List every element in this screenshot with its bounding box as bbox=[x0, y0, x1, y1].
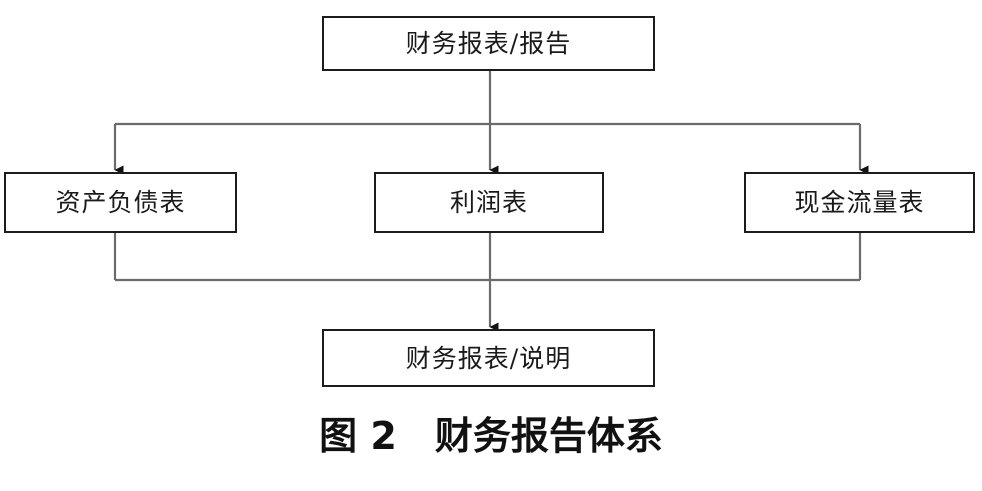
node-label: 财务报表/报告 bbox=[405, 29, 572, 58]
node-financial-statements-report: 财务报表/报告 bbox=[322, 16, 655, 71]
node-income-statement: 利润表 bbox=[374, 172, 604, 233]
node-label: 财务报表/说明 bbox=[405, 343, 572, 373]
node-financial-statements-notes: 财务报表/说明 bbox=[322, 329, 655, 387]
node-label: 现金流量表 bbox=[794, 188, 925, 217]
node-cash-flow-statement: 现金流量表 bbox=[744, 172, 975, 233]
node-label: 利润表 bbox=[449, 188, 528, 217]
node-label: 资产负债表 bbox=[55, 188, 186, 217]
figure-caption: 图 2 财务报告体系 bbox=[319, 414, 663, 458]
node-balance-sheet: 资产负债表 bbox=[4, 172, 237, 233]
